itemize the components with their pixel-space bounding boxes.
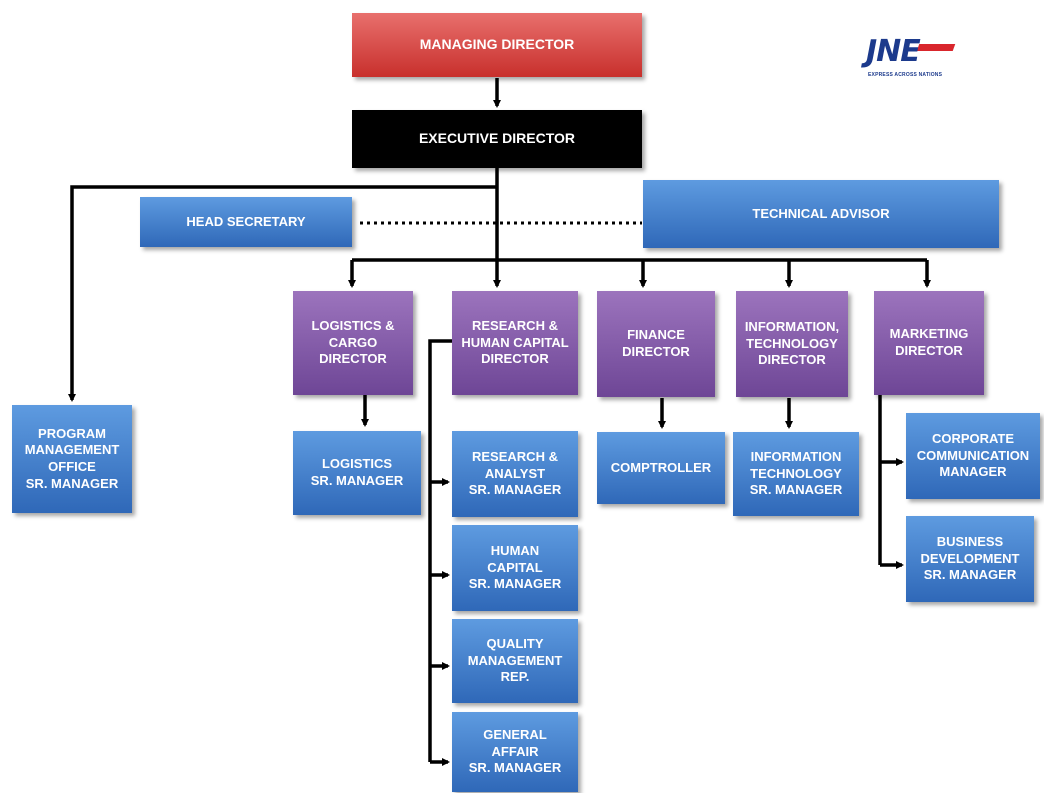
comptroller-box: COMPTROLLER <box>597 432 725 504</box>
information-technology-manager-box: INFORMATION TECHNOLOGY SR. MANAGER <box>733 432 859 516</box>
human-capital-manager-box: HUMAN CAPITAL SR. MANAGER <box>452 525 578 611</box>
program-management-office-box: PROGRAM MANAGEMENT OFFICE SR. MANAGER <box>12 405 132 513</box>
research-analyst-manager-box: RESEARCH & ANALYST SR. MANAGER <box>452 431 578 517</box>
logo-stripe <box>916 44 956 51</box>
jne-logo: JNE EXPRESS ACROSS NATIONS <box>862 30 962 88</box>
finance-director-box: FINANCE DIRECTOR <box>597 291 715 397</box>
executive-director-box: EXECUTIVE DIRECTOR <box>352 110 642 168</box>
general-affair-manager-box: GENERAL AFFAIR SR. MANAGER <box>452 712 578 792</box>
logistics-cargo-director-box: LOGISTICS & CARGO DIRECTOR <box>293 291 413 395</box>
logistics-manager-box: LOGISTICS SR. MANAGER <box>293 431 421 515</box>
information-technology-director-box: INFORMATION, TECHNOLOGY DIRECTOR <box>736 291 848 397</box>
business-development-manager-box: BUSINESS DEVELOPMENT SR. MANAGER <box>906 516 1034 602</box>
marketing-director-box: MARKETING DIRECTOR <box>874 291 984 395</box>
logo-tagline: EXPRESS ACROSS NATIONS <box>868 72 943 78</box>
managing-director-box: MANAGING DIRECTOR <box>352 13 642 77</box>
technical-advisor-box: TECHNICAL ADVISOR <box>643 180 999 248</box>
logo-wordmark: JNE <box>866 34 921 69</box>
quality-management-rep-box: QUALITY MANAGEMENT REP. <box>452 619 578 703</box>
head-secretary-box: HEAD SECRETARY <box>140 197 352 247</box>
research-human-capital-director-box: RESEARCH & HUMAN CAPITAL DIRECTOR <box>452 291 578 395</box>
corporate-communication-manager-box: CORPORATE COMMUNICATION MANAGER <box>906 413 1040 499</box>
